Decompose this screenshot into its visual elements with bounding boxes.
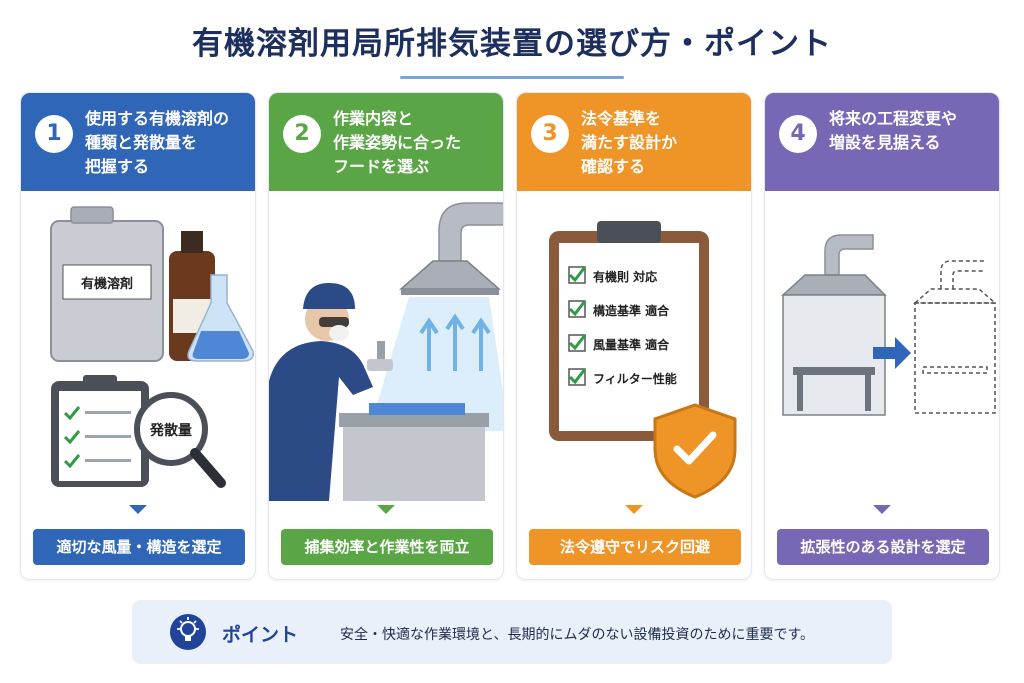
point-box: ポイント 安全・快適な作業環境と、長期的にムダのない設備投資のために重要です。 (132, 600, 892, 664)
booth-icon (781, 274, 887, 296)
step-number: 1 (35, 115, 73, 153)
chevron-down-icon (625, 505, 643, 514)
step-number: 2 (283, 115, 321, 153)
card-header: 2 作業内容と 作業姿勢に合った フードを選ぶ (269, 93, 503, 191)
arrow-right-icon (873, 337, 911, 369)
result-label: 適切な風量・構造を選定 (33, 529, 245, 565)
chevron-down-icon (873, 505, 891, 514)
spray-gun-icon (367, 359, 393, 371)
checklist-item: フィルター性能 (593, 371, 677, 386)
duct-icon (824, 234, 874, 276)
step-card-1: 1 使用する有機溶剤の 種類と発散量を 把握する 有機溶剤 発散量 適切な風 (20, 92, 256, 580)
work-table-icon (339, 413, 489, 427)
step-heading: 法令基準を 満たす設計か 確認する (581, 109, 678, 176)
checklist-illustration: 有機則 対応 構造基準 適合 風量基準 適合 フィルター性能 (549, 221, 737, 499)
step-number: 4 (779, 115, 817, 153)
future-booth-icon (913, 260, 997, 414)
chevron-down-icon (377, 505, 395, 514)
card-header: 3 法令基準を 満たす設計か 確認する (517, 93, 751, 191)
duct-icon (438, 202, 503, 262)
airflow-icon (369, 297, 503, 431)
step-heading: 将来の工程変更や 増設を見据える (829, 109, 958, 152)
magnifier-label: 発散量 (149, 422, 192, 439)
title-underline (400, 76, 624, 79)
point-text: 安全・快適な作業環境と、長期的にムダのない設備投資のために重要です。 (340, 627, 815, 643)
checklist-item: 風量基準 適合 (593, 337, 670, 352)
step-card-3: 3 法令基準を 満たす設計か 確認する 有機則 対応 構造基準 適合 風量基準 … (516, 92, 752, 580)
card-header: 4 将来の工程変更や 増設を見据える (765, 93, 999, 191)
hood-icon (399, 260, 501, 290)
checklist-item: 有機則 対応 (593, 269, 657, 284)
result-label: 捕集効率と作業性を両立 (281, 529, 493, 565)
solvent-illustration: 有機溶剤 発散量 (50, 206, 255, 488)
step-card-4: 4 将来の工程変更や 増設を見据える 拡張性のある設計を選定 (764, 92, 1000, 580)
lightbulb-icon (170, 614, 206, 650)
step-number: 3 (531, 115, 569, 153)
card-header: 1 使用する有機溶剤の 種類と発散量を 把握する (21, 93, 255, 191)
point-label: ポイント (222, 624, 299, 646)
chevron-down-icon (129, 505, 147, 514)
step-heading: 作業内容と 作業姿勢に合った フードを選ぶ (333, 109, 462, 176)
can-label: 有機溶剤 (81, 276, 133, 292)
hood-illustration (269, 202, 503, 501)
expansion-illustration (781, 234, 997, 416)
magnifier-icon (134, 392, 208, 466)
step-card-2: 2 作業内容と 作業姿勢に合った フードを選ぶ 捕集効率と作業性を両立 (268, 92, 504, 580)
checklist-item: 構造基準 適合 (593, 303, 670, 318)
result-label: 法令遵守でリスク回避 (529, 529, 741, 565)
page-title: 有機溶剤用局所排気装置の選び方・ポイント (192, 26, 832, 62)
step-heading: 使用する有機溶剤の 種類と発散量を 把握する (85, 109, 230, 176)
result-label: 拡張性のある設計を選定 (777, 529, 989, 565)
